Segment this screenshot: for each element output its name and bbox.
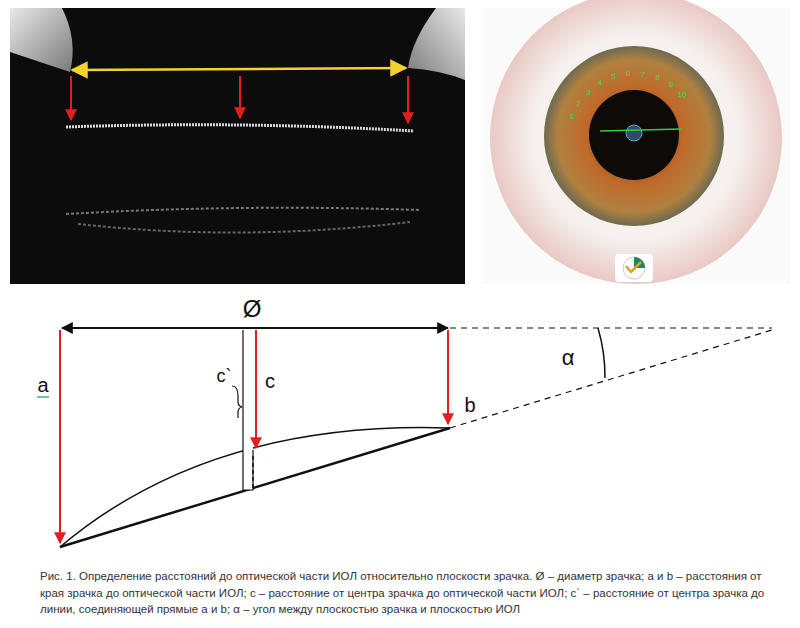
distance-arrow	[255, 330, 257, 448]
scale-number: 7	[641, 71, 645, 79]
logo	[623, 257, 645, 279]
scale-arc	[578, 67, 692, 124]
distance-arrow	[239, 76, 241, 118]
scale-number: 9	[669, 81, 673, 89]
figure-caption: Рис. 1. Определение расстояний до оптиче…	[40, 568, 788, 618]
pupil-diameter	[62, 327, 448, 329]
sclera	[490, 0, 782, 284]
logo	[615, 254, 653, 282]
diameter-arrow	[72, 68, 406, 70]
scale-number: 8	[655, 74, 659, 82]
scale-number: 1	[570, 113, 574, 121]
scale-number: 2	[576, 100, 580, 108]
c-prime-bar	[243, 330, 253, 490]
iol-plane	[450, 330, 772, 428]
measure-line	[600, 129, 682, 131]
scale-number: 4	[598, 79, 602, 87]
pupil-plane	[450, 327, 772, 328]
symbol-label: α	[562, 347, 575, 369]
iris-left	[10, 8, 73, 72]
iris	[544, 46, 724, 226]
capsule-line	[66, 208, 420, 214]
symbol-label: a	[37, 375, 48, 395]
underline	[37, 396, 49, 397]
symbol-label: c`	[217, 367, 232, 385]
scale-number: 10	[678, 91, 687, 99]
scale-number: 5	[611, 73, 615, 81]
distance-arrow	[447, 330, 449, 424]
symbol-label: Ø	[243, 297, 262, 321]
oct-panel	[10, 8, 465, 284]
iol-reflex	[626, 125, 642, 141]
iris-right	[408, 8, 465, 80]
angle-arc	[598, 328, 605, 378]
scale-number: 6	[626, 70, 630, 78]
scale-number: 3	[586, 89, 590, 97]
pupil	[589, 90, 679, 180]
capsule-line	[78, 222, 410, 233]
symbol-label: b	[464, 395, 475, 415]
logo	[626, 262, 641, 272]
distance-arrow	[70, 76, 72, 120]
symbol-label: c	[265, 371, 275, 391]
c-prime-bar	[252, 456, 254, 488]
distance-arrow	[59, 330, 61, 543]
distance-arrow	[407, 76, 409, 123]
iol-line	[66, 125, 414, 131]
brace	[232, 386, 242, 418]
